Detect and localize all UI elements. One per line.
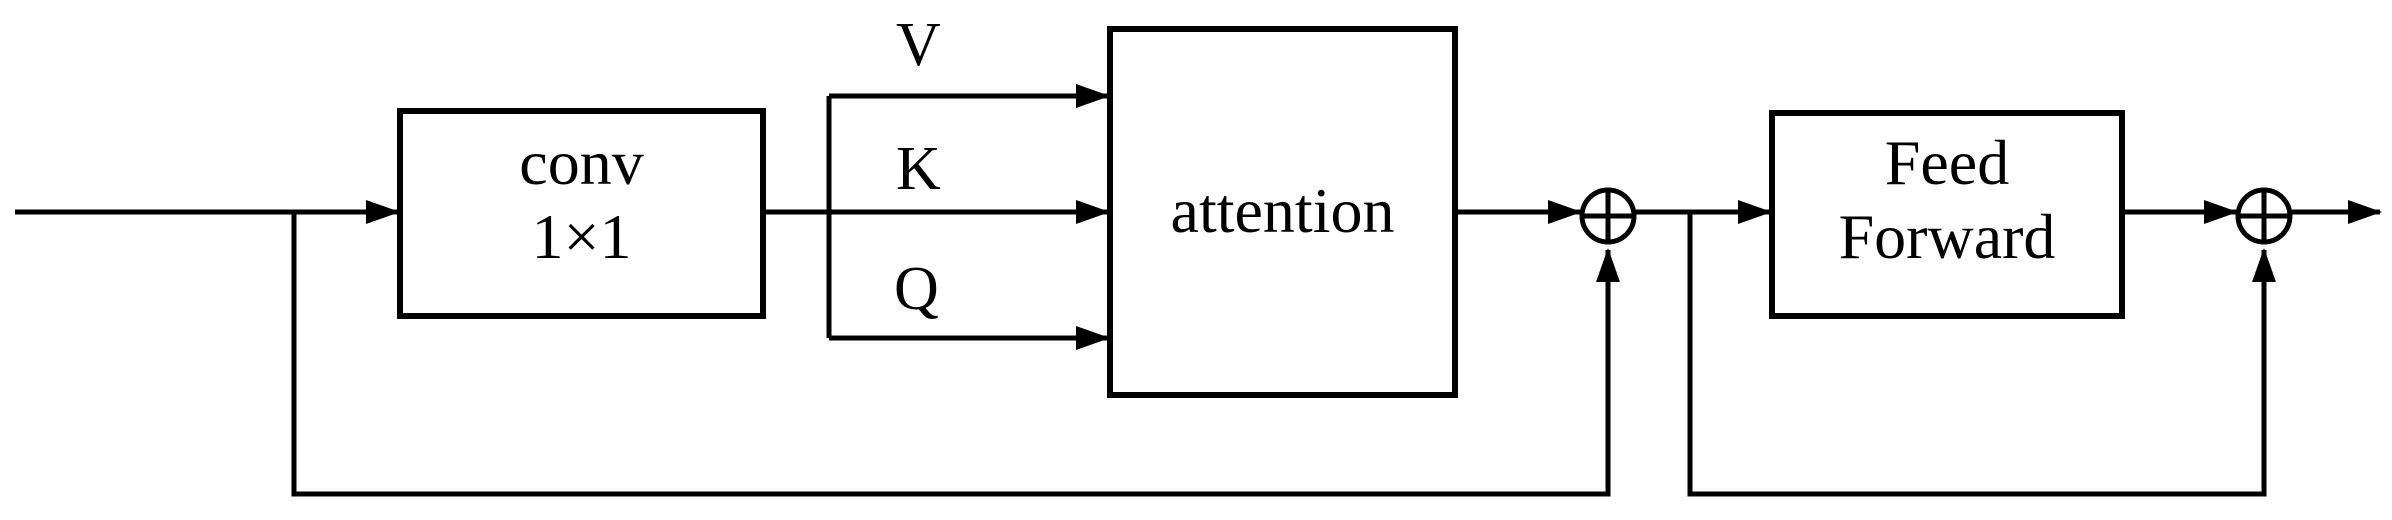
add-node-1 [1579, 187, 1637, 245]
attention-label-text: attention [1170, 175, 1395, 246]
feed-forward-label-line1: Feed [1884, 127, 2010, 198]
conv-label-line1: conv [519, 127, 644, 198]
conv-label-line2: 1×1 [531, 200, 632, 272]
residual-path-2 [1687, 212, 2276, 497]
conv-block [397, 108, 766, 319]
add-node-2 [2235, 187, 2293, 245]
feed-forward-label: Feed Forward [1772, 126, 2122, 273]
feed-forward-label-line2: Forward [1838, 200, 2056, 272]
attention-block [1107, 26, 1458, 398]
attention-label: attention [1110, 174, 1455, 248]
v-label: V [896, 11, 941, 79]
q-label: Q [894, 255, 939, 323]
feed-forward-block [1769, 110, 2125, 319]
k-label: K [896, 135, 941, 203]
conv-label: conv 1×1 [400, 126, 763, 273]
residual-path-1 [291, 212, 1620, 497]
add-node-2-symbol: ⊕ [2238, 190, 2290, 242]
add-node-1-symbol: ⊕ [1582, 190, 1634, 242]
